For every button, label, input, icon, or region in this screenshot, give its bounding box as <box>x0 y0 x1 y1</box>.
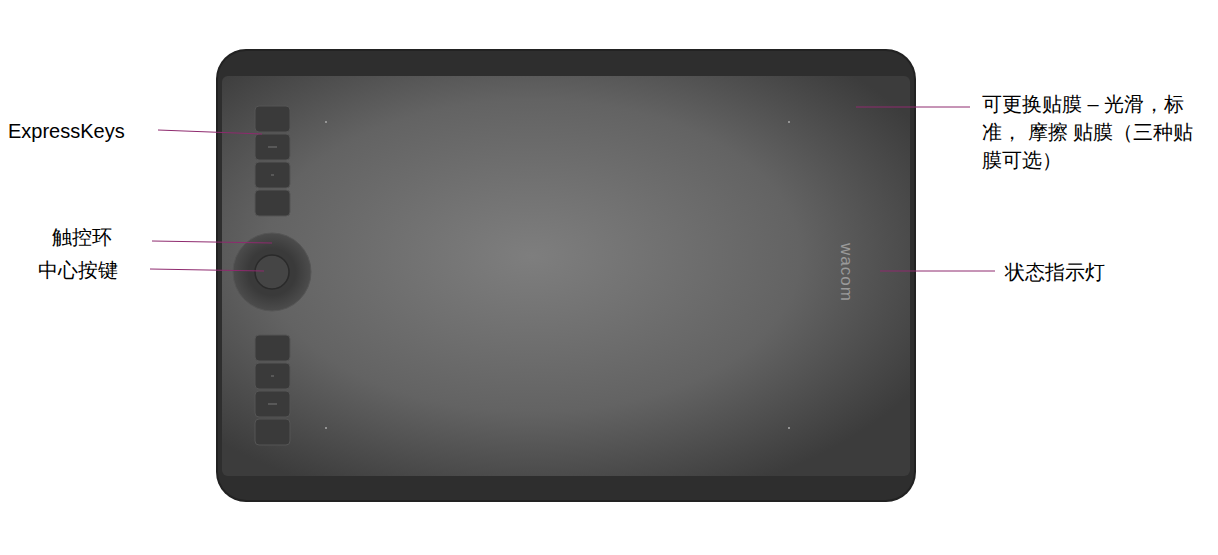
part-label: 触控环 <box>52 223 112 251</box>
part-label: 可更换贴膜 – 光滑，标准， 摩擦 贴膜（三种贴膜可选） <box>982 90 1210 174</box>
part-label: 状态指示灯 <box>1005 258 1105 286</box>
part-label: 中心按键 <box>38 256 118 284</box>
brand-logo: wacom <box>836 243 856 302</box>
part-label: ExpressKeys <box>8 117 125 145</box>
